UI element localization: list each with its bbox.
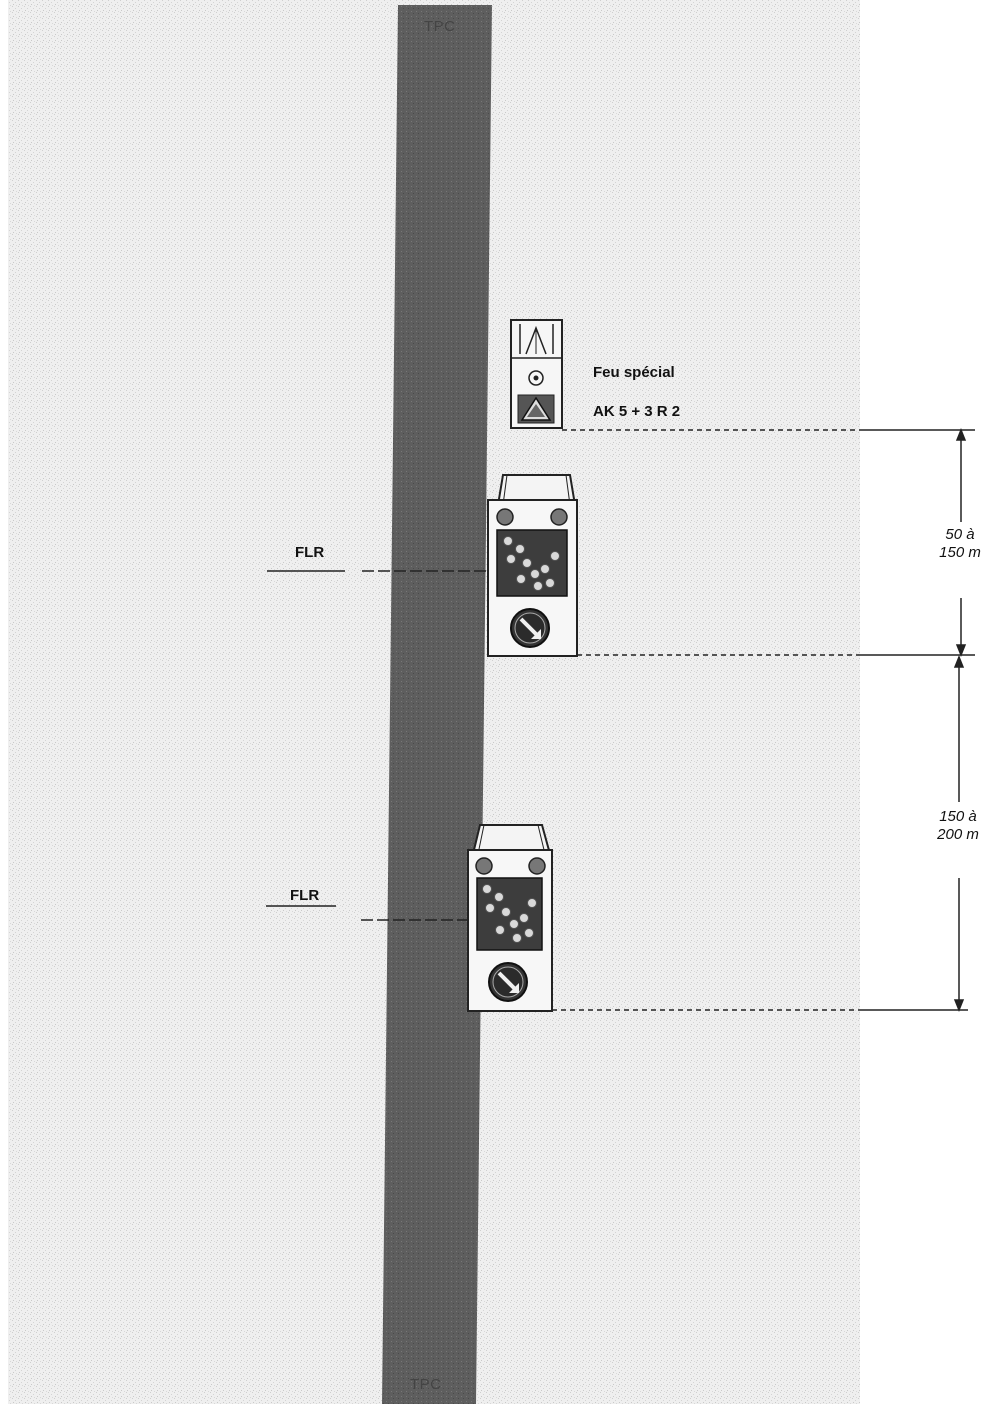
dimension-label-2-line2: 200 m [937,826,979,843]
flr-leader-2 [266,905,469,921]
dimension-label-1-line2: 150 m [939,544,981,561]
dimension-arrow-1 [955,427,967,658]
dimension-label-1-line1: 50 à [945,526,975,543]
special-light-signs: AK 5 + 3 R 2 [593,403,681,420]
reference-lines [552,429,975,1011]
dimension-label-1: 50 à 150 m [926,526,994,562]
median-label-top: TPC [424,18,456,35]
flr-trailer-1 [487,474,578,657]
dimension-label-2-line1: 150 à [939,808,977,825]
median-label-bottom: TPC [410,1376,442,1393]
special-light-title: Feu spécial [593,364,675,381]
lamp-icon [475,857,493,875]
trailer-2-label: FLR [290,887,320,904]
trailer-1-label: FLR [295,544,325,561]
dimension-arrow-2 [953,654,965,1013]
dimension-label-2: 150 à 200 m [922,808,994,844]
flashing-light-icon [528,370,544,386]
central-median [382,5,492,1404]
lamp-icon [550,508,568,526]
lamp-icon [496,508,514,526]
flr-trailer-2 [467,824,553,1012]
lamp-icon [528,857,546,875]
special-light-sign [510,319,563,429]
